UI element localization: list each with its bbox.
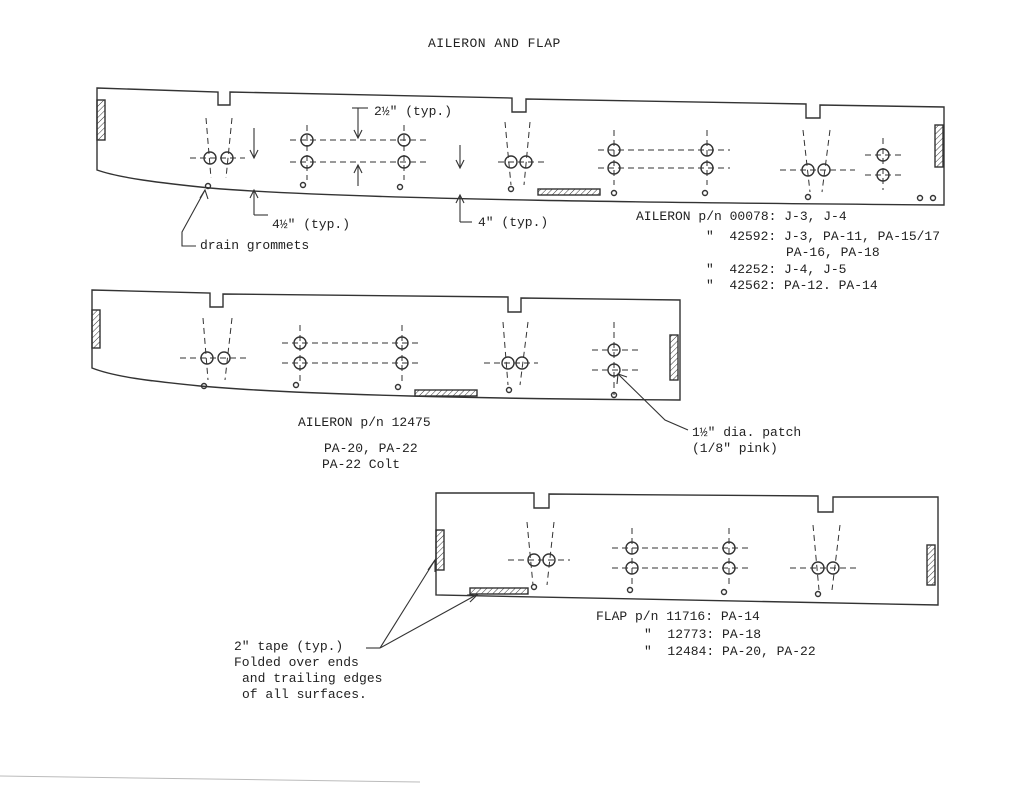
flap-tape-bottom — [469, 587, 529, 595]
dim-edge-label: 4½" (typ.) — [272, 217, 351, 232]
flap-line: " 12773: PA-18 — [644, 627, 762, 642]
patch-label: (1/8" pink) — [692, 441, 778, 456]
aileron-a-tape-left — [96, 99, 106, 141]
flap-tape-left — [435, 529, 445, 571]
aileron-b-line: PA-22 Colt — [322, 457, 401, 472]
aileron-a-tape-bottom — [537, 188, 601, 196]
aileron-b-line: AILERON p/n 12475 — [298, 415, 431, 430]
sheet-bottom-rule — [0, 775, 421, 783]
flap-outline — [435, 492, 939, 606]
dim-trailing-label: 4" (typ.) — [478, 215, 549, 230]
aileron-b-tape-left — [91, 309, 101, 349]
dim-spacing-label: 2½" (typ.) — [374, 104, 453, 119]
aileron-a-line: " 42562: PA-12. PA-14 — [706, 278, 878, 293]
drain-grommets-label: drain grommets — [200, 238, 310, 253]
aileron-a-line: " 42252: J-4, J-5 — [706, 262, 847, 277]
aileron-a-line: AILERON p/n 00078: J-3, J-4 — [636, 209, 847, 224]
page-title: AILERON AND FLAP — [428, 36, 561, 51]
tape-note-line: 2" tape (typ.) — [234, 639, 344, 654]
flap-tape-right — [926, 544, 936, 586]
aileron-b-line: PA-20, PA-22 — [324, 441, 418, 456]
flap-line: FLAP p/n 11716: PA-14 — [596, 609, 760, 624]
aileron-a-tape-right — [934, 124, 944, 168]
flap-line: " 12484: PA-20, PA-22 — [644, 644, 816, 659]
tape-note-line: of all surfaces. — [242, 687, 367, 702]
aileron-a-line: " 42592: J-3, PA-11, PA-15/17 — [706, 229, 941, 244]
aileron-a-line: PA-16, PA-18 — [786, 245, 880, 260]
aileron-b-tape-bottom — [414, 389, 478, 397]
aileron-b-outline — [91, 289, 681, 401]
patch-label: 1½" dia. patch — [692, 425, 802, 440]
aileron-a-outline — [96, 87, 945, 206]
aileron-b-tape-right — [669, 334, 679, 381]
tape-note-line: and trailing edges — [242, 671, 383, 686]
tape-note-line: Folded over ends — [234, 655, 359, 670]
